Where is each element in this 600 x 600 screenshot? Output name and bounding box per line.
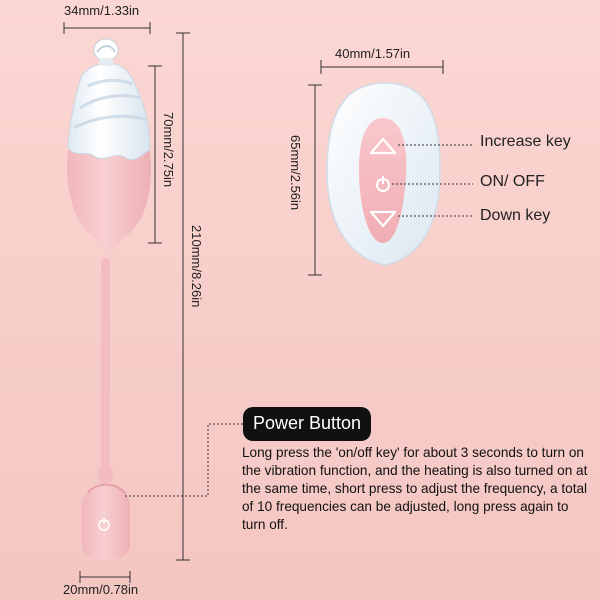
egg-body bbox=[67, 150, 151, 262]
egg-device bbox=[67, 38, 151, 560]
power-button-title: Power Button bbox=[243, 407, 372, 441]
callout-leaders bbox=[125, 144, 473, 497]
dimension-lines-egg bbox=[63, 22, 190, 583]
increase-key-icon bbox=[369, 137, 397, 155]
egg-cord bbox=[101, 258, 110, 480]
total-length-label: 210mm/8.26in bbox=[189, 225, 204, 308]
bottom-width-label: 20mm/0.78in bbox=[63, 582, 139, 597]
top-width-label: 34mm/1.33in bbox=[64, 3, 140, 18]
egg-cap bbox=[67, 62, 151, 161]
power-button-description: Long press the 'on/off key' for about 3 … bbox=[242, 445, 588, 532]
remote-width-label: 40mm/1.57in bbox=[335, 46, 411, 61]
down-key-icon bbox=[369, 210, 397, 228]
pod-power-icon bbox=[98, 518, 110, 531]
control-pod bbox=[82, 485, 130, 560]
remote-control bbox=[326, 82, 441, 266]
down-key-label: Down key bbox=[480, 207, 551, 224]
increase-key-label: Increase key bbox=[480, 133, 571, 150]
remote-height-label: 65mm/2.56in bbox=[288, 135, 303, 211]
onoff-label: ON/ OFF bbox=[480, 173, 545, 190]
remote-power-icon bbox=[376, 176, 390, 192]
dimension-lines-remote bbox=[308, 60, 444, 276]
head-length-label: 70mm/2.75in bbox=[161, 112, 176, 188]
